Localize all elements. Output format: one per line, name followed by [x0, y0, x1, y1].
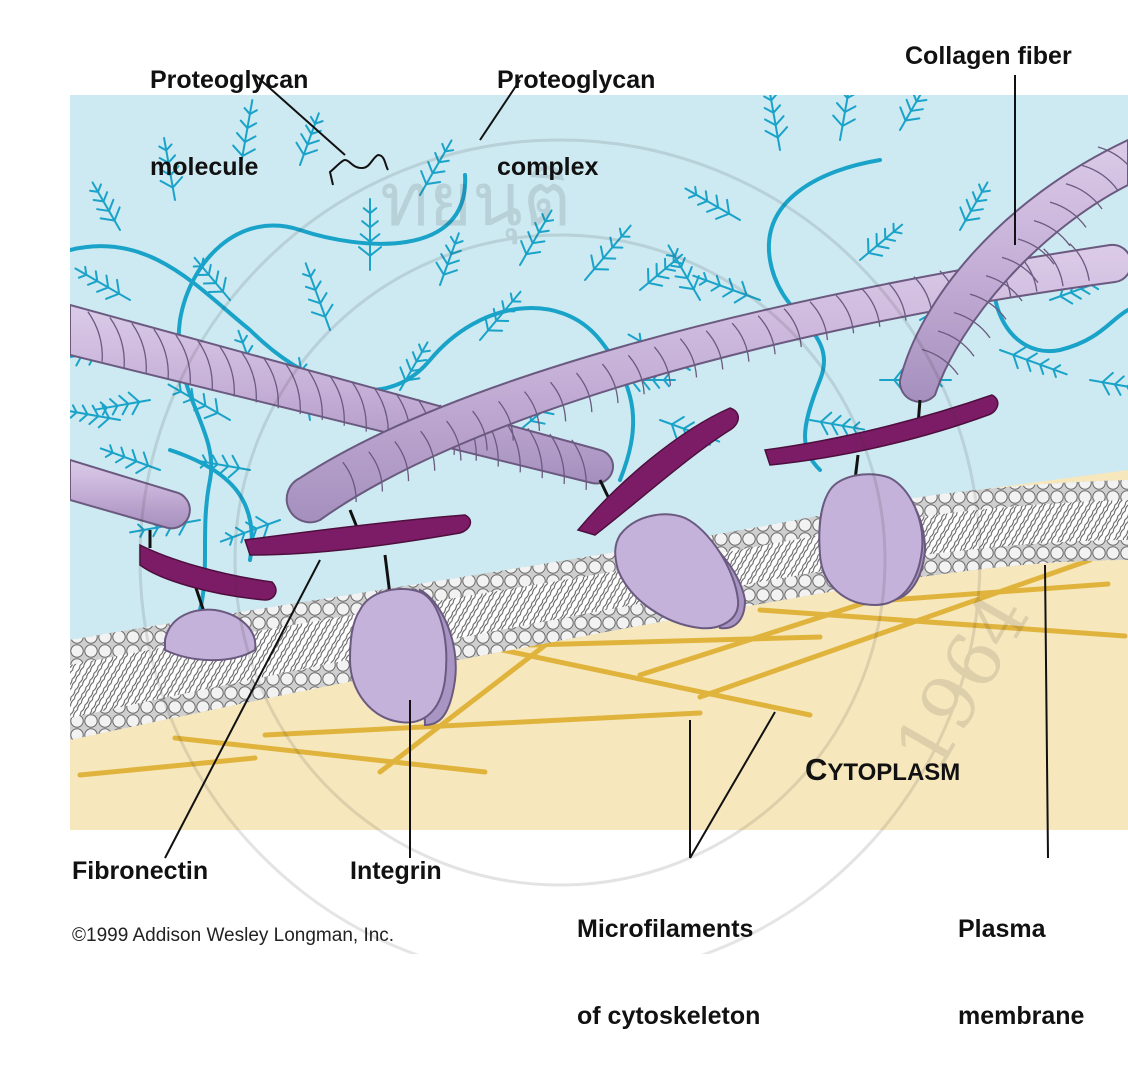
side-chain-branch: [50, 360, 54, 367]
label-line: of cytoskeleton: [577, 1002, 760, 1031]
label-integrin: Integrin: [350, 857, 442, 886]
label-line: membrane: [958, 1002, 1084, 1031]
label-plasma-membrane: Plasma membrane: [958, 857, 1084, 1089]
side-chain-branch: [85, 267, 86, 275]
label-line: Plasma: [958, 915, 1084, 944]
label-proteoglycan-complex: Proteoglycan complex: [497, 8, 655, 240]
side-chain-branch: [695, 187, 696, 195]
label-line: Microfilaments: [577, 915, 760, 944]
side-chain-branch: [90, 191, 98, 192]
side-chain-branch: [61, 351, 68, 358]
integrin: [350, 589, 456, 725]
label-line: molecule: [150, 153, 308, 182]
side-chain-branch: [850, 80, 857, 84]
label-proteoglycan-molecule: Proteoglycan molecule: [150, 8, 308, 240]
label-line: Proteoglycan: [150, 66, 308, 95]
side-chain-branch: [919, 84, 922, 91]
side-chain-branch: [48, 355, 54, 360]
side-chain-branch: [445, 150, 453, 151]
label-fibronectin: Fibronectin: [72, 857, 208, 886]
label-line: complex: [497, 153, 655, 182]
side-chain-branch: [422, 351, 430, 352]
side-chain-branch: [982, 191, 990, 192]
side-chain-branch: [63, 357, 68, 366]
side-chain-branch: [922, 91, 930, 92]
label-collagen-fiber: Collagen fiber: [905, 42, 1072, 71]
label-line: Proteoglycan: [497, 66, 655, 95]
label-microfilaments: Microfilaments of cytoskeleton: [577, 857, 760, 1089]
side-chain-branch: [845, 78, 850, 84]
ecm-diagram: CYTOPLASM ทยนุติ 1964 Proteoglycan molec…: [0, 0, 1128, 954]
copyright-notice: ©1999 Addison Wesley Longman, Inc.: [72, 925, 394, 947]
